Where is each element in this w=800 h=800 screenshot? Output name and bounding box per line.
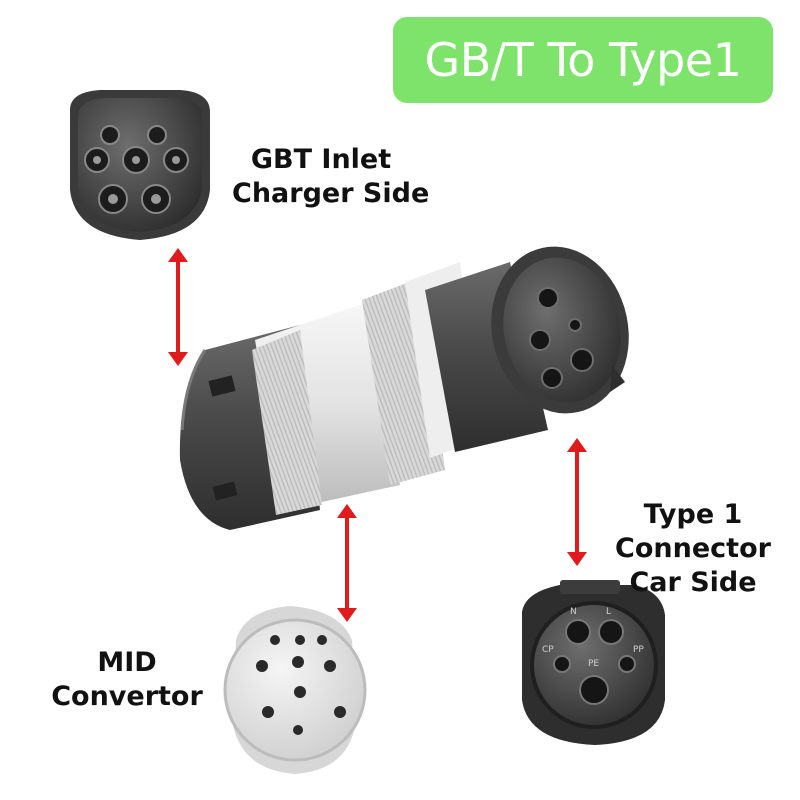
type1-label-line1: Type 1 [643,499,743,530]
mid-label-line1: MID [97,647,157,678]
title-badge: GB/T To Type1 [393,17,773,103]
mid-convertor-label: MID Convertor [42,646,212,714]
gbt-inlet-image [70,90,210,240]
type1-connector-label: Type 1 Connector Car Side [614,498,772,600]
pin-label-pp: PP [633,645,644,655]
mid-label-line2: Convertor [51,681,203,712]
arrow-mid [337,504,357,622]
mid-convertor-image [223,606,367,774]
gbt-inlet-label: GBT Inlet Charger Side [232,143,430,211]
pin-label-pe: PE [588,659,599,669]
adapter-body [179,246,629,530]
arrow-type1 [567,438,587,566]
gbt-label-line1: GBT Inlet [250,144,392,175]
pin-label-cp: CP [542,645,554,655]
pin-label-l: L [606,607,611,617]
type1-connector-image: N L CP PE PP [522,580,665,745]
gbt-label-line2: Charger Side [232,178,430,209]
pin-label-n: N [570,607,577,617]
title-text: GB/T To Type1 [424,33,742,87]
arrows [168,248,587,622]
type1-label-line2: Connector [615,533,771,564]
type1-label-line3: Car Side [629,567,757,598]
arrow-gbt [168,248,188,366]
